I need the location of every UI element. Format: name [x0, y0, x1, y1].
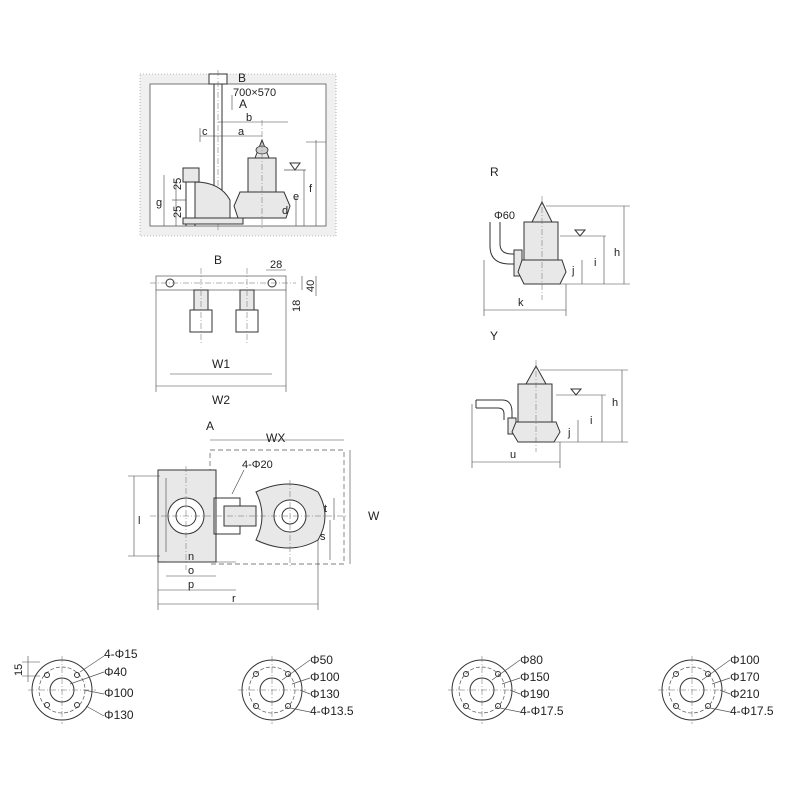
dim-18-label: 18 — [291, 300, 303, 312]
dim-a-label: a — [238, 126, 245, 138]
view-r — [483, 196, 630, 316]
dim-c-label: c — [202, 126, 208, 138]
view-r-dim-i: i — [594, 257, 596, 269]
flange-1-bolts: 4-Φ15 — [104, 647, 138, 661]
flange-1-inner: Φ40 — [104, 665, 127, 679]
view-b — [150, 268, 317, 392]
flange-2-bolts: 4-Φ13.5 — [310, 704, 354, 718]
view-a-dim-o: o — [188, 565, 194, 577]
view-a-dim-w: W — [368, 509, 380, 523]
dim-b-label: b — [246, 112, 252, 124]
view-a — [128, 439, 351, 610]
flange-1-outer: Φ130 — [104, 708, 134, 722]
dim-25-upper: 25 — [172, 178, 184, 190]
flange-2-pcd: Φ100 — [310, 670, 340, 684]
view-a-dim-s: s — [320, 531, 326, 543]
view-r-pipe: Φ60 — [494, 210, 515, 222]
view-a-bolts: 4-Φ20 — [242, 459, 273, 471]
install-label-b: B — [238, 71, 246, 85]
view-r-dim-j: j — [571, 265, 574, 277]
install-hole-size: 700×570 — [233, 87, 276, 99]
view-a-dim-p: p — [188, 579, 194, 591]
view-a-title: A — [206, 419, 214, 433]
flange-1 — [22, 655, 105, 724]
dim-d-label: d — [282, 205, 288, 217]
view-a-dim-wx: WX — [266, 431, 285, 445]
dim-g-label: g — [156, 197, 162, 209]
flange-3 — [448, 656, 521, 724]
flange-4-bolts: 4-Φ17.5 — [730, 704, 774, 718]
flange-3-outer: Φ190 — [520, 687, 550, 701]
flange-3-pcd: Φ150 — [520, 670, 550, 684]
flange-1-pcd: Φ100 — [104, 686, 134, 700]
dim-40-label: 40 — [305, 280, 317, 292]
view-r-title: R — [490, 165, 499, 179]
flange-2 — [238, 656, 311, 724]
install-label-a: A — [239, 97, 247, 111]
flange-4 — [658, 656, 731, 724]
view-b-title: B — [214, 253, 222, 267]
view-a-dim-t: t — [324, 503, 327, 515]
view-y-dim-i: i — [590, 415, 592, 427]
flange-2-outer: Φ130 — [310, 687, 340, 701]
view-y — [471, 360, 628, 468]
view-r-dim-k: k — [518, 297, 524, 309]
dim-f-label: f — [309, 183, 313, 195]
flange-3-inner: Φ80 — [520, 653, 543, 667]
view-y-title: Y — [490, 329, 498, 343]
dim-28-label: 28 — [270, 259, 282, 271]
dim-w2-label: W2 — [212, 393, 230, 407]
flange-1-offset: 15 — [13, 664, 25, 676]
flange-4-inner: Φ100 — [730, 653, 760, 667]
view-y-dim-j: j — [567, 427, 570, 439]
flange-3-bolts: 4-Φ17.5 — [520, 704, 564, 718]
installation-view — [139, 70, 337, 237]
view-r-dim-h: h — [614, 247, 620, 259]
view-a-dim-l: l — [138, 515, 140, 527]
view-a-dim-r: r — [232, 593, 236, 605]
flange-4-outer: Φ210 — [730, 687, 760, 701]
dim-w1-label: W1 — [212, 357, 230, 371]
flange-4-pcd: Φ170 — [730, 670, 760, 684]
view-a-dim-n: n — [188, 551, 194, 563]
dim-25-lower: 25 — [172, 206, 184, 218]
flange-2-inner: Φ50 — [310, 653, 333, 667]
view-y-dim-h: h — [612, 397, 618, 409]
dim-e-label: e — [293, 191, 299, 203]
view-y-dim-u: u — [510, 449, 516, 461]
